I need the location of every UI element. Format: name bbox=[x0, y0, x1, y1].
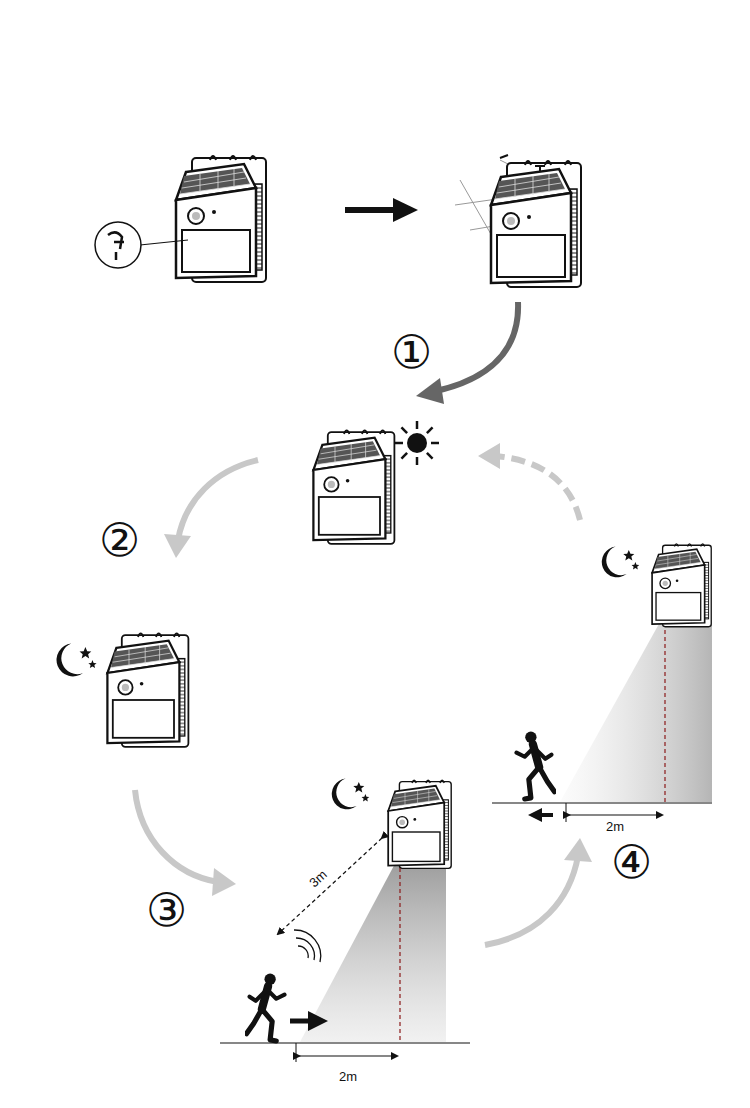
callout-number: ① bbox=[391, 329, 432, 375]
arrow-head bbox=[393, 198, 418, 222]
sensor-waves bbox=[294, 930, 321, 962]
runner bbox=[516, 732, 554, 799]
lamp bbox=[176, 156, 266, 282]
lamp bbox=[313, 430, 394, 543]
lamp bbox=[652, 544, 711, 627]
zoom-circle bbox=[95, 222, 141, 268]
sun-ray bbox=[416, 421, 419, 429]
runner bbox=[246, 974, 284, 1041]
sun bbox=[395, 421, 439, 465]
sun-ray bbox=[416, 457, 419, 465]
sun-ray bbox=[427, 427, 433, 433]
moon-stars bbox=[57, 644, 97, 677]
callout-number: ③ bbox=[146, 887, 187, 933]
light-cone bbox=[560, 620, 712, 802]
light-cone bbox=[300, 858, 446, 1042]
callout-number: ④ bbox=[611, 839, 652, 885]
sun-ray bbox=[395, 442, 403, 445]
dimension-label: 2m bbox=[337, 1070, 359, 1083]
callout-number: ② bbox=[99, 517, 140, 563]
sun-ray bbox=[401, 427, 407, 433]
dimension-label: 3m bbox=[305, 866, 330, 890]
moon-stars bbox=[602, 547, 639, 578]
lamp bbox=[491, 161, 581, 287]
sun-ray bbox=[431, 442, 439, 445]
lamp bbox=[388, 780, 451, 868]
sun-ray bbox=[401, 453, 407, 459]
sun-ray bbox=[427, 453, 433, 459]
lamp bbox=[107, 633, 188, 746]
dimension-label: 2m bbox=[604, 820, 626, 833]
moon-stars bbox=[332, 779, 369, 810]
